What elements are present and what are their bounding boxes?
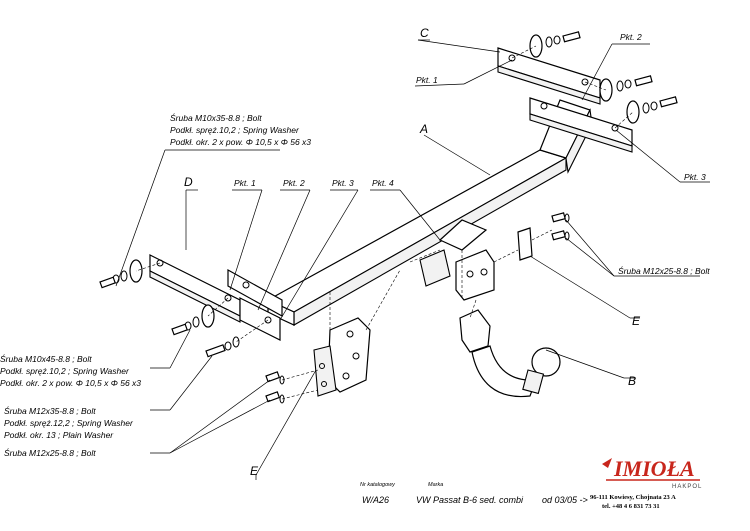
note-mid-left-line3: Podkł. okr. 2 x pow. Φ 10,5 x Φ 56 x3 bbox=[0, 378, 141, 388]
parts-notes: Śruba M10x35-8.8 ; Bolt Podkł. spręż.10,… bbox=[0, 112, 710, 458]
bolts-left bbox=[99, 259, 285, 404]
note-bottom-left: Śruba M12x25-8.8 ; Bolt bbox=[4, 447, 96, 458]
note-lower-left-line3: Podkł. okr. 13 ; Plain Washer bbox=[4, 430, 114, 440]
assembly-lines bbox=[135, 45, 634, 400]
callout-pkt2-top: Pkt. 2 bbox=[620, 32, 642, 42]
callout-pkt4: Pkt. 4 bbox=[372, 178, 394, 188]
make-caption: Marka bbox=[428, 482, 443, 488]
footer: Nr katalogowy W/A26 Marka VW Passat B-6 … bbox=[360, 456, 702, 510]
address-line1: 96-111 Kowiesy, Chojnata 23 A bbox=[590, 494, 676, 501]
callout-E-right: E bbox=[632, 314, 641, 328]
callout-pkt3-top: Pkt. 3 bbox=[684, 172, 706, 182]
callout-C: C bbox=[420, 26, 429, 40]
center-receiver bbox=[419, 219, 495, 301]
note-top-left-line2: Podkł. spręż.10,2 ; Spring Washer bbox=[170, 125, 300, 135]
note-lower-left-line2: Podkł. spręż.12,2 ; Spring Washer bbox=[4, 418, 134, 428]
note-top-left-line1: Śruba M10x35-8.8 ; Bolt bbox=[170, 112, 262, 123]
make-value: VW Passat B-6 sed. combi bbox=[416, 495, 524, 505]
callout-pkt2-left: Pkt. 2 bbox=[283, 178, 305, 188]
logo-text: IMIOŁA bbox=[613, 456, 695, 481]
crossbar-A bbox=[266, 99, 593, 326]
logo-sub: HAKPOL bbox=[672, 484, 702, 490]
callout-pkt1-left: Pkt. 1 bbox=[234, 178, 256, 188]
side-plate-right-lower bbox=[529, 97, 633, 153]
note-top-left-line3: Podkł. okr. 2 x pow. Φ 10,5 x Φ 56 x3 bbox=[170, 137, 311, 147]
note-lower-left-line1: Śruba M12x35-8.8 ; Bolt bbox=[4, 405, 96, 416]
note-mid-left-line2: Podkł. spręż.10,2 ; Spring Washer bbox=[0, 366, 130, 376]
note-right: Śruba M12x25-8.8 ; Bolt bbox=[618, 265, 710, 276]
ball-neck-B bbox=[459, 309, 561, 398]
date-value: od 03/05 -> bbox=[542, 495, 588, 505]
right-small-bolts bbox=[517, 212, 570, 261]
callout-B: B bbox=[628, 374, 636, 388]
catalog-caption: Nr katalogowy bbox=[360, 482, 396, 488]
callout-pkt3-left: Pkt. 3 bbox=[332, 178, 354, 188]
leader-lines bbox=[115, 39, 710, 480]
callout-A: A bbox=[419, 122, 428, 136]
hakpol-logo: IMIOŁA HAKPOL bbox=[602, 456, 702, 490]
address-line2: tel. +48 4 6 831 73 31 bbox=[602, 503, 660, 510]
callout-pkt1-top: Pkt. 1 bbox=[416, 75, 438, 85]
bolts-top-right bbox=[529, 31, 678, 124]
hitch-bracket bbox=[313, 317, 371, 397]
callout-labels: C A D B E E Pkt. 1 Pkt. 2 Pkt. 3 Pkt. 1 … bbox=[184, 26, 706, 478]
side-plate-C bbox=[497, 47, 601, 105]
note-mid-left-line1: Śruba M10x45-8.8 ; Bolt bbox=[0, 353, 92, 364]
catalog-value: W/A26 bbox=[362, 495, 389, 505]
side-plate-D bbox=[149, 254, 241, 323]
callout-D: D bbox=[184, 175, 193, 189]
callout-E-bottom: E bbox=[250, 464, 259, 478]
